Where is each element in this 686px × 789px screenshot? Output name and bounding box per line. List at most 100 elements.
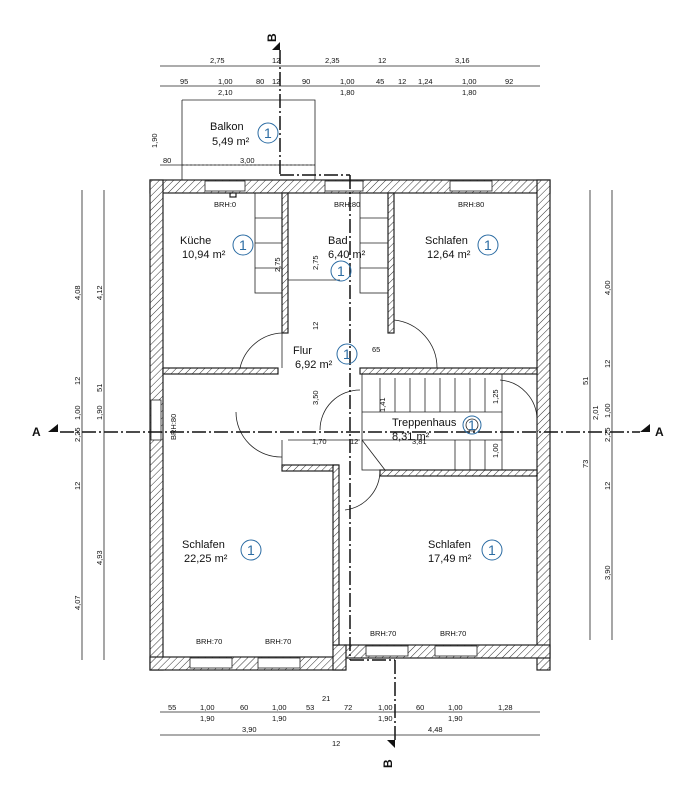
brh-west: BRH:80 <box>169 414 178 440</box>
room-schlafen-se: Schlafen 17,49 m² 1 <box>428 539 503 565</box>
balkon-area: 5,49 m² <box>212 136 250 148</box>
svg-text:60: 60 <box>240 703 248 712</box>
section-axis-b: B B <box>265 33 396 768</box>
room-schlafen-sw: Schlafen 22,25 m² 1 <box>182 539 262 565</box>
svg-text:2,10: 2,10 <box>218 88 233 97</box>
svg-text:1,00: 1,00 <box>448 703 463 712</box>
schlafen-ne-name: Schlafen <box>425 235 468 247</box>
svg-text:12: 12 <box>272 56 280 65</box>
marker-kueche: 1 <box>239 237 247 253</box>
svg-text:1,00: 1,00 <box>603 403 612 418</box>
svg-text:2,25: 2,25 <box>73 427 82 442</box>
section-axis-a: A A <box>32 424 664 439</box>
room-flur: Flur 6,92 m² 1 <box>293 343 358 371</box>
brh-sw-1: BRH:70 <box>196 637 222 646</box>
brh-se-2: BRH:70 <box>440 629 466 638</box>
svg-text:12: 12 <box>311 322 320 330</box>
balkon-name: Balkon <box>210 121 244 133</box>
balkon-outline <box>181 99 316 180</box>
svg-text:1,90: 1,90 <box>95 405 104 420</box>
room-schlafen-ne: Schlafen 12,64 m² 1 <box>425 234 499 261</box>
section-label-a-right: A <box>655 425 664 439</box>
marker-treppenhaus: 1 <box>468 417 476 433</box>
svg-text:65: 65 <box>372 345 380 354</box>
svg-text:1,80: 1,80 <box>340 88 355 97</box>
section-label-a-left: A <box>32 425 41 439</box>
svg-text:1,00: 1,00 <box>218 77 233 86</box>
svg-text:55: 55 <box>168 703 176 712</box>
svg-text:80: 80 <box>163 156 171 165</box>
room-kueche: Küche 10,94 m² 1 <box>180 234 254 261</box>
svg-text:60: 60 <box>416 703 424 712</box>
svg-text:3,16: 3,16 <box>455 56 470 65</box>
brh-kueche: BRH:0 <box>214 200 236 209</box>
dims-bottom: 55 1,00 60 1,00 53 72 1,00 60 1,00 1,28 … <box>160 694 540 748</box>
brh-bad: BRH:80 <box>334 200 360 209</box>
svg-text:3,90: 3,90 <box>242 725 257 734</box>
svg-text:1,90: 1,90 <box>150 133 159 148</box>
svg-text:1,90: 1,90 <box>272 714 287 723</box>
svg-text:4,12: 4,12 <box>95 285 104 300</box>
svg-text:4,48: 4,48 <box>428 725 443 734</box>
marker-schlafen-ne: 1 <box>484 237 492 253</box>
svg-text:1,90: 1,90 <box>378 714 393 723</box>
flur-name: Flur <box>293 345 312 357</box>
svg-text:12: 12 <box>332 739 340 748</box>
svg-text:92: 92 <box>505 77 513 86</box>
svg-text:2,01: 2,01 <box>591 405 600 420</box>
svg-text:3,81: 3,81 <box>412 437 427 446</box>
bad-name: Bad <box>328 235 348 247</box>
svg-text:1,25: 1,25 <box>491 389 500 404</box>
svg-text:90: 90 <box>302 77 310 86</box>
svg-text:51: 51 <box>581 377 590 385</box>
svg-text:3,00: 3,00 <box>240 156 255 165</box>
schlafen-se-area: 17,49 m² <box>428 553 472 565</box>
brh-schlafen-ne: BRH:80 <box>458 200 484 209</box>
svg-text:1,00: 1,00 <box>272 703 287 712</box>
svg-text:12: 12 <box>398 77 406 86</box>
svg-text:45: 45 <box>376 77 384 86</box>
svg-text:1,00: 1,00 <box>378 703 393 712</box>
treppenhaus-area: 8,31 m² <box>392 431 430 443</box>
dims-left: 4,08 12 1,00 2,25 12 4,07 4,12 51 1,90 4… <box>73 190 105 660</box>
svg-text:2,75: 2,75 <box>311 255 320 270</box>
svg-text:3,50: 3,50 <box>311 390 320 405</box>
svg-text:1,90: 1,90 <box>448 714 463 723</box>
svg-text:4,93: 4,93 <box>95 550 104 565</box>
marker-flur: 1 <box>343 346 351 362</box>
brh-labels: BRH:0 BRH:80 BRH:80 BRH:80 BRH:70 BRH:70… <box>169 200 484 646</box>
svg-text:12: 12 <box>272 77 280 86</box>
svg-text:73: 73 <box>581 460 590 468</box>
section-label-b-bottom: B <box>381 759 395 768</box>
marker-balkon: 1 <box>264 125 272 141</box>
svg-text:2,25: 2,25 <box>603 427 612 442</box>
svg-text:4,07: 4,07 <box>73 595 82 610</box>
staircase <box>361 373 503 471</box>
treppenhaus-name: Treppenhaus <box>392 417 457 429</box>
svg-text:12: 12 <box>350 437 358 446</box>
shafts <box>254 192 389 294</box>
svg-text:1,00: 1,00 <box>340 77 355 86</box>
room-treppenhaus: Treppenhaus 8,31 m² 1 <box>392 415 482 443</box>
svg-text:12: 12 <box>603 360 612 368</box>
schlafen-sw-name: Schlafen <box>182 539 225 551</box>
kueche-name: Küche <box>180 235 211 247</box>
marker-schlafen-sw: 1 <box>247 542 255 558</box>
svg-text:1,90: 1,90 <box>200 714 215 723</box>
svg-text:1,80: 1,80 <box>462 88 477 97</box>
brh-sw-2: BRH:70 <box>265 637 291 646</box>
flur-area: 6,92 m² <box>295 359 333 371</box>
svg-text:12: 12 <box>73 377 82 385</box>
kueche-area: 10,94 m² <box>182 249 226 261</box>
marker-schlafen-se: 1 <box>488 542 496 558</box>
svg-text:2,75: 2,75 <box>210 56 225 65</box>
schlafen-sw-area: 22,25 m² <box>184 553 228 565</box>
svg-text:1,70: 1,70 <box>312 437 327 446</box>
door-swings <box>235 319 538 511</box>
svg-text:53: 53 <box>306 703 314 712</box>
svg-text:12: 12 <box>603 482 612 490</box>
svg-text:12: 12 <box>73 482 82 490</box>
svg-text:4,08: 4,08 <box>73 285 82 300</box>
dims-top: 2,75 12 2,35 12 3,16 95 1,00 80 12 90 1,… <box>150 56 540 166</box>
room-bad: Bad 6,40 m² 1 <box>328 235 366 282</box>
